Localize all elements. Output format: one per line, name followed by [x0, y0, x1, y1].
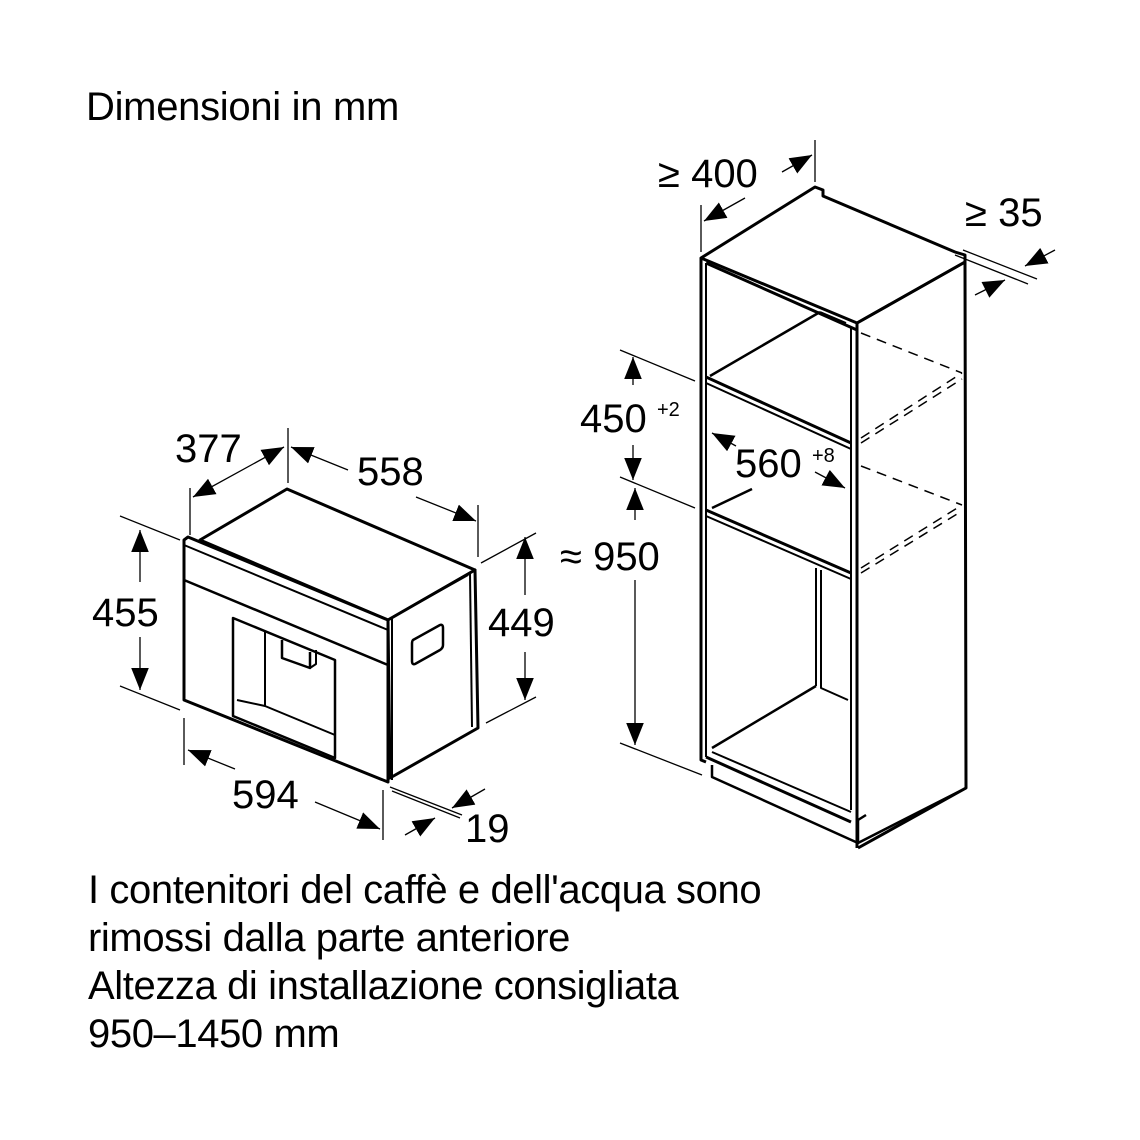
- note-line: 950–1450 mm: [88, 1012, 340, 1056]
- dim-niche-width: 560: [735, 442, 802, 486]
- dim-min-depth: ≥ 400: [658, 152, 758, 196]
- installation-notes: I contenitori del caffè e dell'acqua son…: [88, 866, 762, 1058]
- dim-min-side-gap: ≥ 35: [965, 191, 1043, 235]
- dim-width: 594: [232, 773, 299, 817]
- dim-depth-side: 377: [175, 427, 242, 471]
- dim-height-front: 455: [92, 591, 159, 635]
- diagram-title: Dimensioni in mm: [86, 85, 400, 129]
- note-line: Altezza di installazione consigliata: [88, 964, 679, 1008]
- dim-niche-height: 450: [580, 397, 647, 441]
- dim-install-height: ≈ 950: [560, 535, 660, 579]
- dim-niche-height-tolerance: +2: [657, 399, 680, 421]
- cabinet-hidden-lines: [860, 332, 963, 574]
- dim-height-body: 449: [488, 601, 555, 645]
- appliance-dimension-lines: [119, 428, 537, 840]
- note-line: I contenitori del caffè e dell'acqua son…: [88, 868, 762, 912]
- appliance-drawing: [182, 487, 480, 784]
- cabinet-dimension-lines: [619, 140, 1056, 776]
- dim-depth: 558: [357, 450, 424, 494]
- dim-panel-thickness: 19: [465, 807, 510, 851]
- dim-niche-width-tolerance: +8: [812, 445, 835, 467]
- note-line: rimossi dalla parte anteriore: [88, 916, 570, 960]
- cabinet-drawing: [699, 185, 968, 850]
